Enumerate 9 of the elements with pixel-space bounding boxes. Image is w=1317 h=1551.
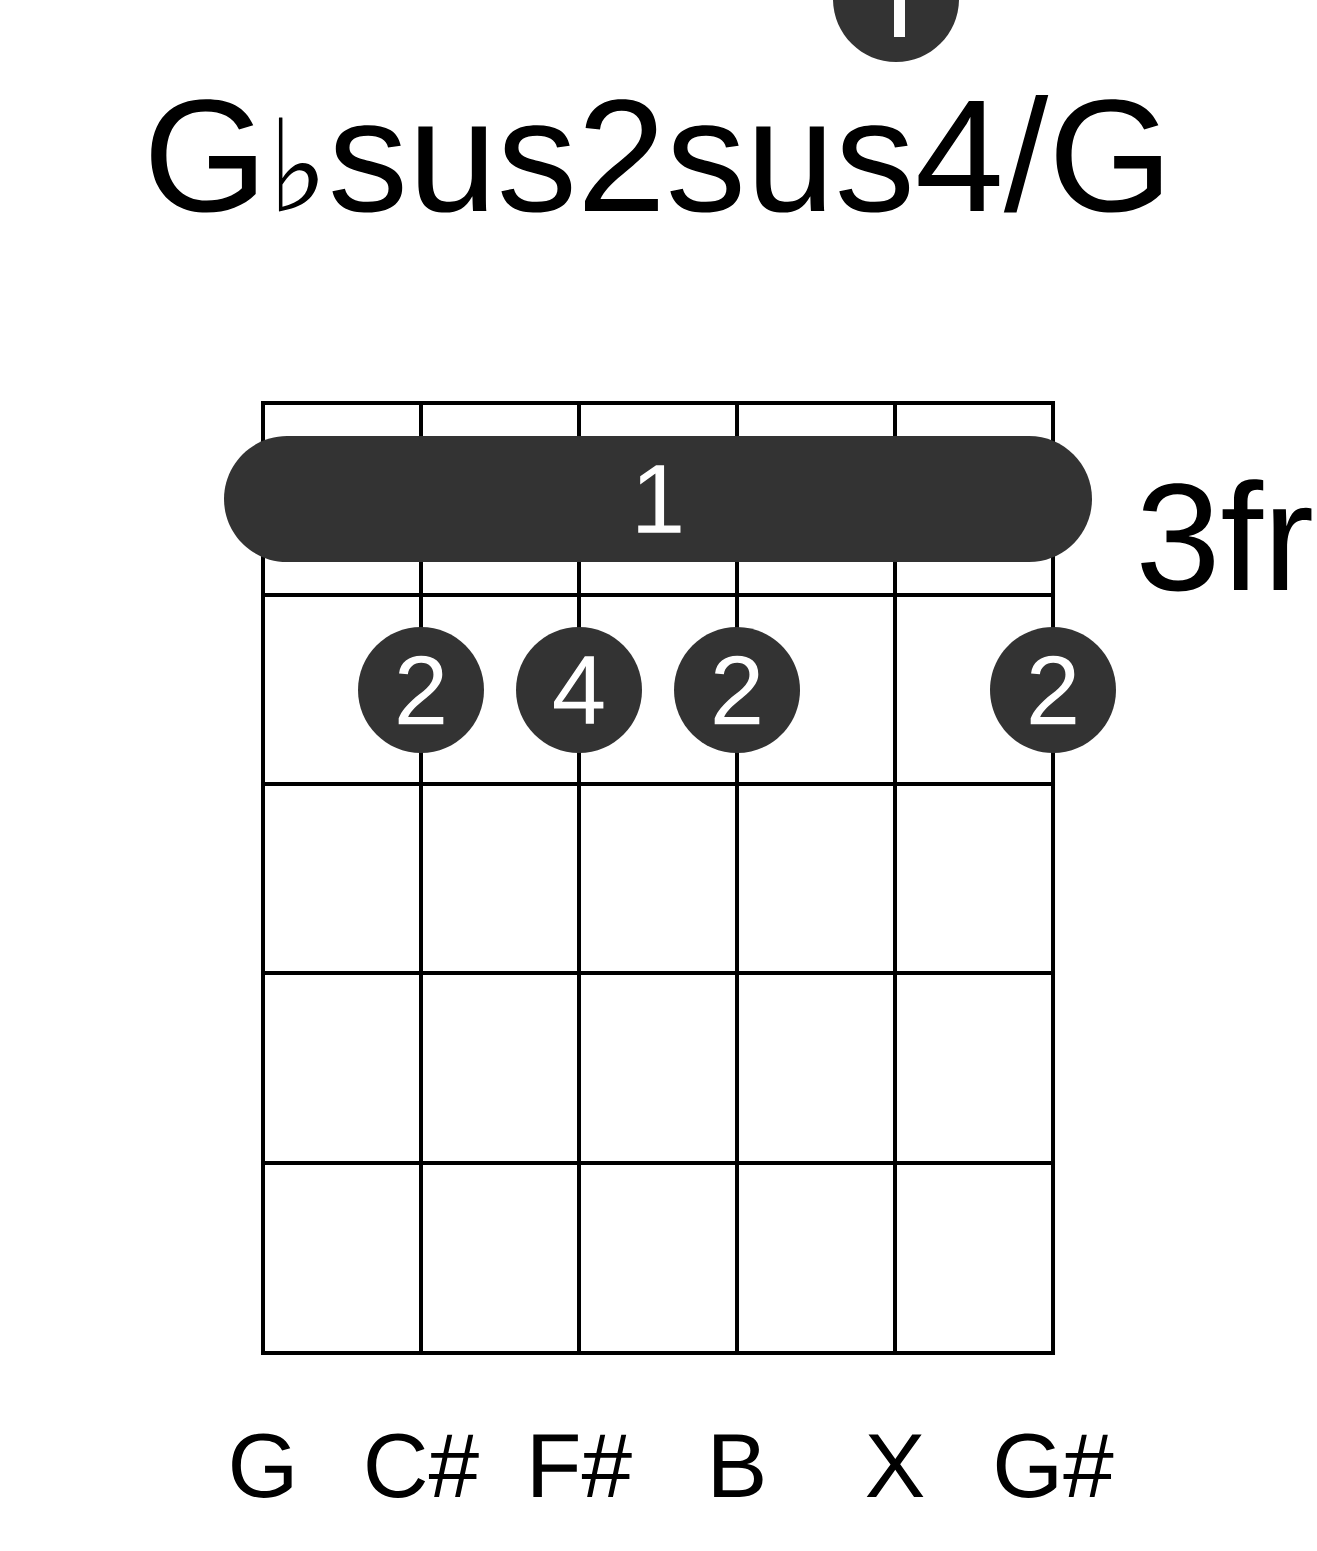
string-label: F#: [533, 1434, 632, 1497]
barre-bar: 1: [224, 436, 1092, 562]
chord-title: G♭sus2sus4/G: [151, 95, 1161, 213]
fret-number: 3fr: [1141, 479, 1312, 592]
string-label: C#: [367, 1433, 479, 1498]
string-label: G#: [996, 1433, 1114, 1498]
string-label: B: [714, 1434, 763, 1497]
string-label: G: [232, 1433, 292, 1498]
string-label: X: [866, 1434, 924, 1497]
